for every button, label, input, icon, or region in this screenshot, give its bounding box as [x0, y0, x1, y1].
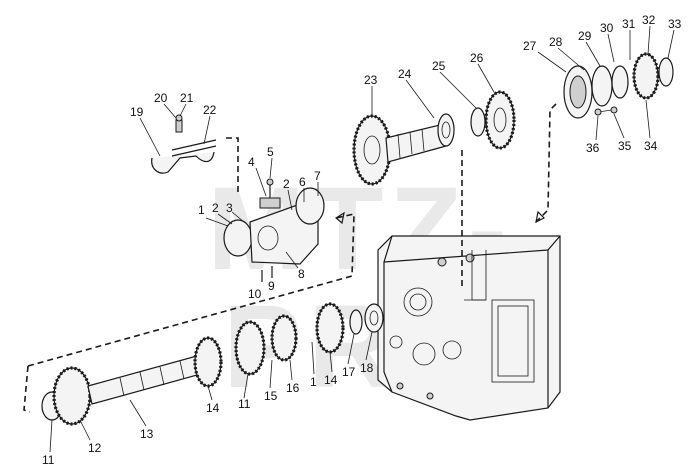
callout-5: 5 [267, 145, 274, 159]
callout-26: 26 [470, 51, 484, 65]
callout-20: 20 [154, 91, 168, 105]
upper-shaft-assembly [352, 90, 516, 186]
upper-right-assembly [563, 52, 674, 119]
gearbox-housing [377, 235, 561, 421]
callout-28: 28 [549, 35, 563, 49]
callout-35: 35 [618, 139, 632, 153]
callout-31: 31 [622, 17, 636, 31]
assembly-path-fork [226, 137, 239, 196]
callout-23: 23 [364, 73, 378, 87]
callout-21: 21 [180, 91, 194, 105]
shifter-housing-assembly [223, 178, 325, 282]
callout-14a: 14 [206, 401, 220, 415]
callout-7: 7 [314, 169, 321, 183]
callout-33: 33 [668, 17, 682, 31]
callout-11a: 11 [42, 453, 55, 467]
callout-8: 8 [298, 267, 305, 281]
assembly-path-lower [23, 212, 355, 413]
callout-1b: 1 [310, 375, 317, 389]
callout-3: 3 [226, 201, 233, 215]
callout-32: 32 [642, 13, 656, 27]
callout-17: 17 [342, 365, 356, 379]
callout-19: 19 [130, 105, 144, 119]
callout-4: 4 [248, 155, 255, 169]
callout-27: 27 [523, 39, 537, 53]
callout-14b: 14 [324, 373, 338, 387]
callout-16: 16 [286, 381, 300, 395]
lower-shaft-assembly [41, 302, 384, 426]
callout-9: 9 [268, 279, 275, 293]
callout-34: 34 [644, 139, 658, 153]
callout-29: 29 [578, 29, 592, 43]
assembly-path-upper-right [535, 103, 557, 223]
callout-13: 13 [140, 427, 154, 441]
callout-30: 30 [600, 21, 614, 35]
shift-fork-assembly [151, 114, 217, 174]
callout-22: 22 [203, 103, 217, 117]
callout-24: 24 [398, 67, 412, 81]
callout-1: 1 [198, 203, 205, 217]
callout-10: 10 [248, 287, 262, 301]
callout-11b: 11 [238, 397, 251, 411]
callout-2: 2 [212, 201, 219, 215]
callout-36: 36 [586, 141, 600, 155]
callout-25: 25 [432, 59, 446, 73]
callout-18: 18 [360, 361, 374, 375]
leader-lines [49, 25, 675, 453]
callout-6: 6 [299, 175, 306, 189]
callout-2b: 2 [283, 177, 290, 191]
callout-15: 15 [264, 389, 278, 403]
callout-12: 12 [88, 441, 102, 455]
